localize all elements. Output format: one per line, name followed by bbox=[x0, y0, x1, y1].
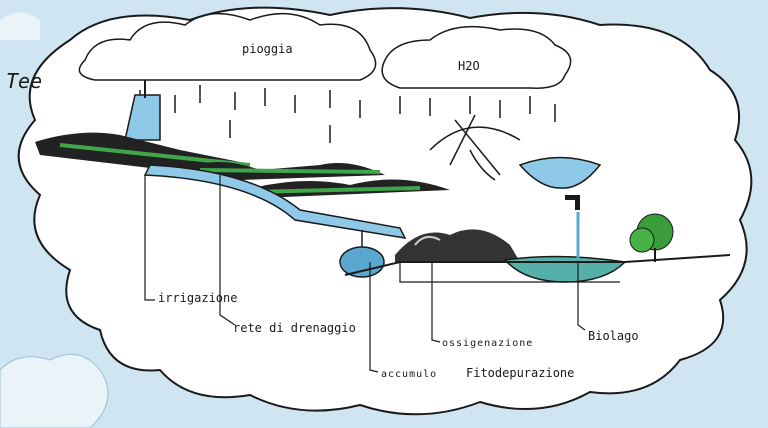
margin-scribble: Tee bbox=[6, 69, 42, 93]
storage-tank bbox=[340, 247, 384, 277]
irrigation-label: irrigazione bbox=[158, 291, 237, 305]
rain-label: pioggia bbox=[242, 42, 293, 56]
water-label: H2O bbox=[458, 59, 480, 73]
outer-cloud bbox=[19, 8, 752, 415]
oxygenation-label: ossigenazione bbox=[442, 338, 533, 349]
storage-label: accumulo bbox=[381, 369, 437, 380]
bio-lake-label: Biolago bbox=[588, 329, 639, 343]
drainage-network-label: rete di drenaggio bbox=[233, 321, 356, 335]
phyto-purification-label: Fitodepurazione bbox=[466, 366, 574, 380]
